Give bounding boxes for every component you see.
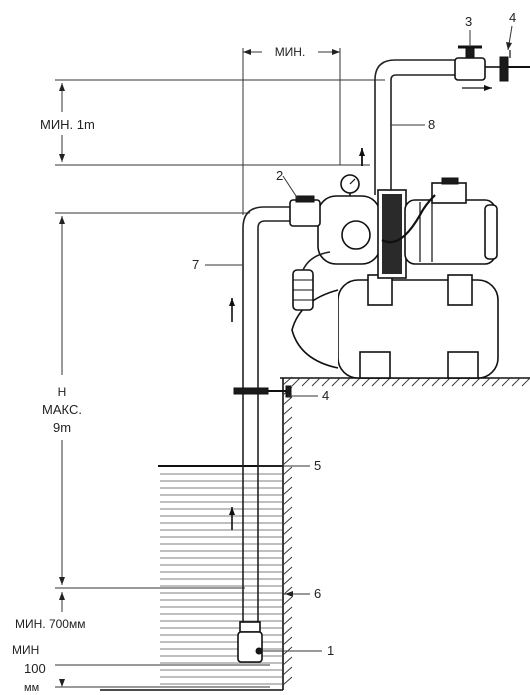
hatch-line [331,377,341,387]
callout-5: 5 [314,458,321,473]
label-100: 100 [24,661,46,676]
label-mm: мм [24,682,39,694]
callout-4-top: 4 [509,10,516,25]
callout-8: 8 [428,117,435,132]
callout-1: 1 [327,643,334,658]
outlet-fitting [499,50,530,82]
discharge-pipe [359,59,455,195]
text-labels: МИН. МИН. 1m H МАКС. 9m МИН. 700мм МИН 1… [12,10,516,694]
foot-valve [237,621,263,663]
hatch-line [371,377,381,387]
hatch-line [521,377,530,387]
hatch-line [321,377,331,387]
hatch-line [282,526,293,536]
hatch-line [401,377,411,387]
hatch-line [282,376,293,386]
callout-leaders [205,25,513,652]
hatch-line [282,626,293,636]
hatch-line [511,377,521,387]
hatch-line [361,377,371,387]
hatch-line [282,596,293,606]
hatch-line [461,377,471,387]
water-body [158,465,283,685]
hatch-line [282,466,293,476]
hatch-line [501,377,511,387]
hatch-line [282,556,293,566]
callout-3: 3 [465,14,472,29]
gate-valve [454,45,500,91]
hatch-line [282,416,293,426]
hatch-line [301,377,311,387]
hatch-line [282,476,293,486]
hatch-line [282,636,293,646]
hatch-line [282,496,293,506]
callout-7: 7 [192,257,199,272]
hatch-line [282,446,293,456]
hatch-line [441,377,451,387]
label-9m: 9m [53,420,71,435]
hatch-line [282,436,293,446]
callout-6: 6 [314,586,321,601]
hatch-line [282,546,293,556]
label-min-bottom: МИН [12,643,39,657]
hatch-line [282,656,293,666]
hatch-line [282,576,293,586]
label-min-1m: МИН. 1m [40,117,95,132]
label-min-top: МИН. [275,45,306,59]
hatch-line [282,666,293,676]
hatch-line [282,606,293,616]
hatch-line [282,616,293,626]
label-h: H [58,385,67,399]
hatch-line [291,377,301,387]
hatch-line [282,406,293,416]
hatch-line [282,516,293,526]
suction-pipe [229,206,292,640]
label-min-700: МИН. 700мм [15,617,85,631]
hatch-line [282,456,293,466]
hatch-line [341,377,351,387]
hatch-line [282,426,293,436]
hatch-line [491,377,501,387]
hatch-line [471,377,481,387]
callout-2: 2 [276,168,283,183]
hatch-line [351,377,361,387]
hatch-line [282,566,293,576]
hatch-line [282,506,293,516]
hatch-line [282,396,293,406]
hatch-line [311,377,321,387]
hatch-line [282,486,293,496]
hatch-line [421,377,431,387]
ground-wall [100,376,530,691]
hatch-line [381,377,391,387]
hatch-line [282,676,293,686]
callout-4-mid: 4 [322,388,329,403]
hatch-line [451,377,461,387]
hatch-line [431,377,441,387]
hatch-line [282,536,293,546]
label-max: МАКС. [42,402,82,417]
pump-unit [289,174,499,379]
dimension-lines [55,48,385,688]
hatch-line [391,377,401,387]
hatch-line [411,377,421,387]
hatch-line [481,377,491,387]
